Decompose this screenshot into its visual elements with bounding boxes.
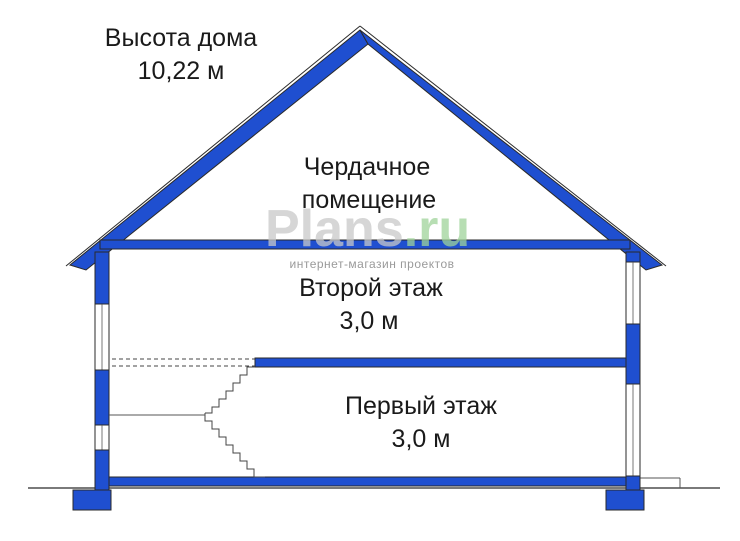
second-floor-label-line1: Второй этаж — [299, 274, 443, 302]
second-floor-slab — [254, 357, 631, 368]
house-height-label-line1: Высота дома — [105, 24, 257, 52]
attic-floor-slab — [99, 239, 631, 250]
watermark-tagline: интернет-магазин проектов — [290, 257, 455, 271]
left-wall-upper — [94, 251, 110, 305]
staircase-lower-flight — [204, 413, 265, 478]
watermark-brand-suffix: .ru — [404, 200, 470, 258]
first-floor-label-line1: Первый этаж — [345, 392, 497, 420]
roof-right-slope — [359, 29, 664, 271]
left-foundation — [72, 489, 112, 511]
right-wall-lower — [625, 475, 641, 491]
first-floor-slab — [99, 476, 631, 487]
right-foundation — [605, 489, 645, 511]
attic-label-line1: Чердачное — [304, 153, 430, 181]
right-wall-middle — [625, 323, 641, 385]
first-floor-label-line2: 3,0 м — [392, 425, 451, 453]
roof-outline-left — [65, 25, 361, 267]
attic-label-line2: помещение — [302, 186, 436, 214]
roof-outline-right — [359, 25, 667, 267]
watermark-brand: Plans.ru — [265, 200, 470, 258]
house-height-label-line2: 10,22 м — [138, 57, 225, 85]
right-wall-upper — [625, 251, 641, 263]
left-wall-lower — [94, 449, 110, 491]
staircase-upper-flight — [205, 366, 255, 414]
second-floor-label-line2: 3,0 м — [340, 307, 399, 335]
left-wall-middle — [94, 369, 110, 426]
watermark-brand-main: Plans — [265, 200, 404, 258]
